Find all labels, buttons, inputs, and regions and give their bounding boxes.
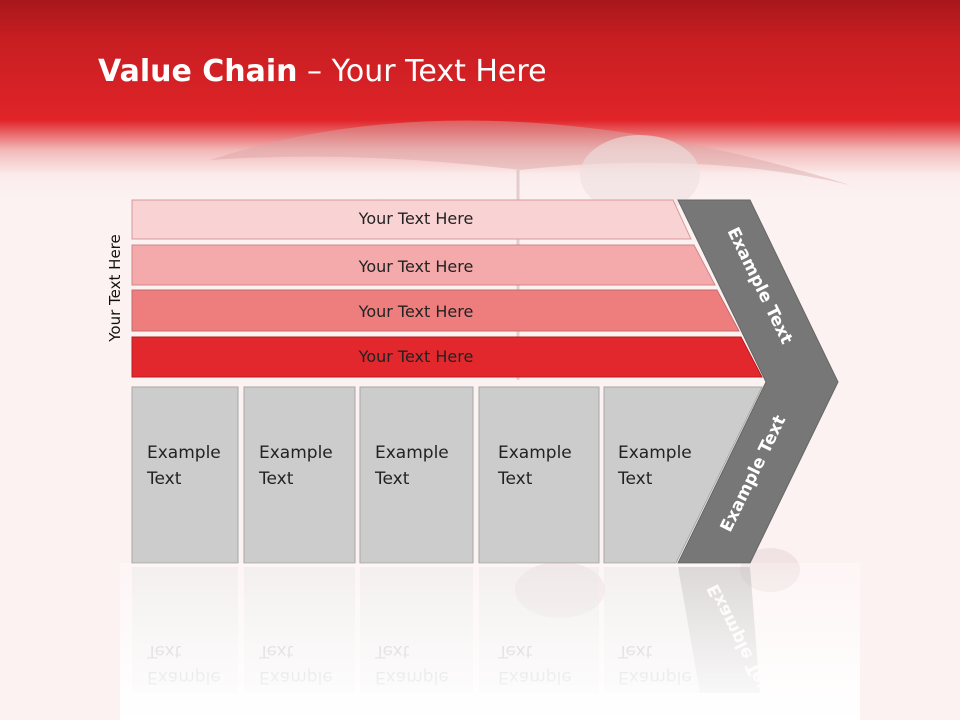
primary-box-line1: Example (147, 443, 221, 463)
primary-box-line2: Text (258, 469, 294, 489)
primary-box-line2: Text (146, 469, 182, 489)
support-row-0[interactable]: Your Text Here (131, 199, 692, 240)
primary-box-line1: Example (375, 443, 449, 463)
primary-box-1[interactable]: Example Text (243, 386, 356, 564)
support-row-3[interactable]: Your Text Here (131, 336, 763, 378)
title-rest: – Your Text Here (297, 54, 547, 89)
primary-box-line1: Example (498, 443, 572, 463)
support-row-1[interactable]: Your Text Here (131, 244, 716, 286)
support-row-label: Your Text Here (358, 257, 474, 276)
support-row-label: Your Text Here (358, 209, 474, 228)
primary-box-2[interactable]: Example Text (359, 386, 474, 564)
support-row-2[interactable]: Your Text Here (131, 289, 740, 332)
primary-box-line2: Text (617, 469, 653, 489)
primary-box-line2: Text (497, 469, 533, 489)
primary-box-line2: Text (374, 469, 410, 489)
slide-title: Value Chain – Your Text Here (98, 54, 547, 89)
reflection-fade (120, 563, 860, 720)
support-row-label: Your Text Here (358, 302, 474, 321)
title-banner (0, 0, 960, 200)
support-row-label: Your Text Here (358, 347, 474, 366)
primary-box-line1: Example (618, 443, 692, 463)
primary-box-line1: Example (259, 443, 333, 463)
primary-box-3[interactable]: Example Text (478, 386, 600, 564)
title-bold: Value Chain (98, 54, 298, 89)
primary-box-0[interactable]: Example Text (131, 386, 239, 564)
